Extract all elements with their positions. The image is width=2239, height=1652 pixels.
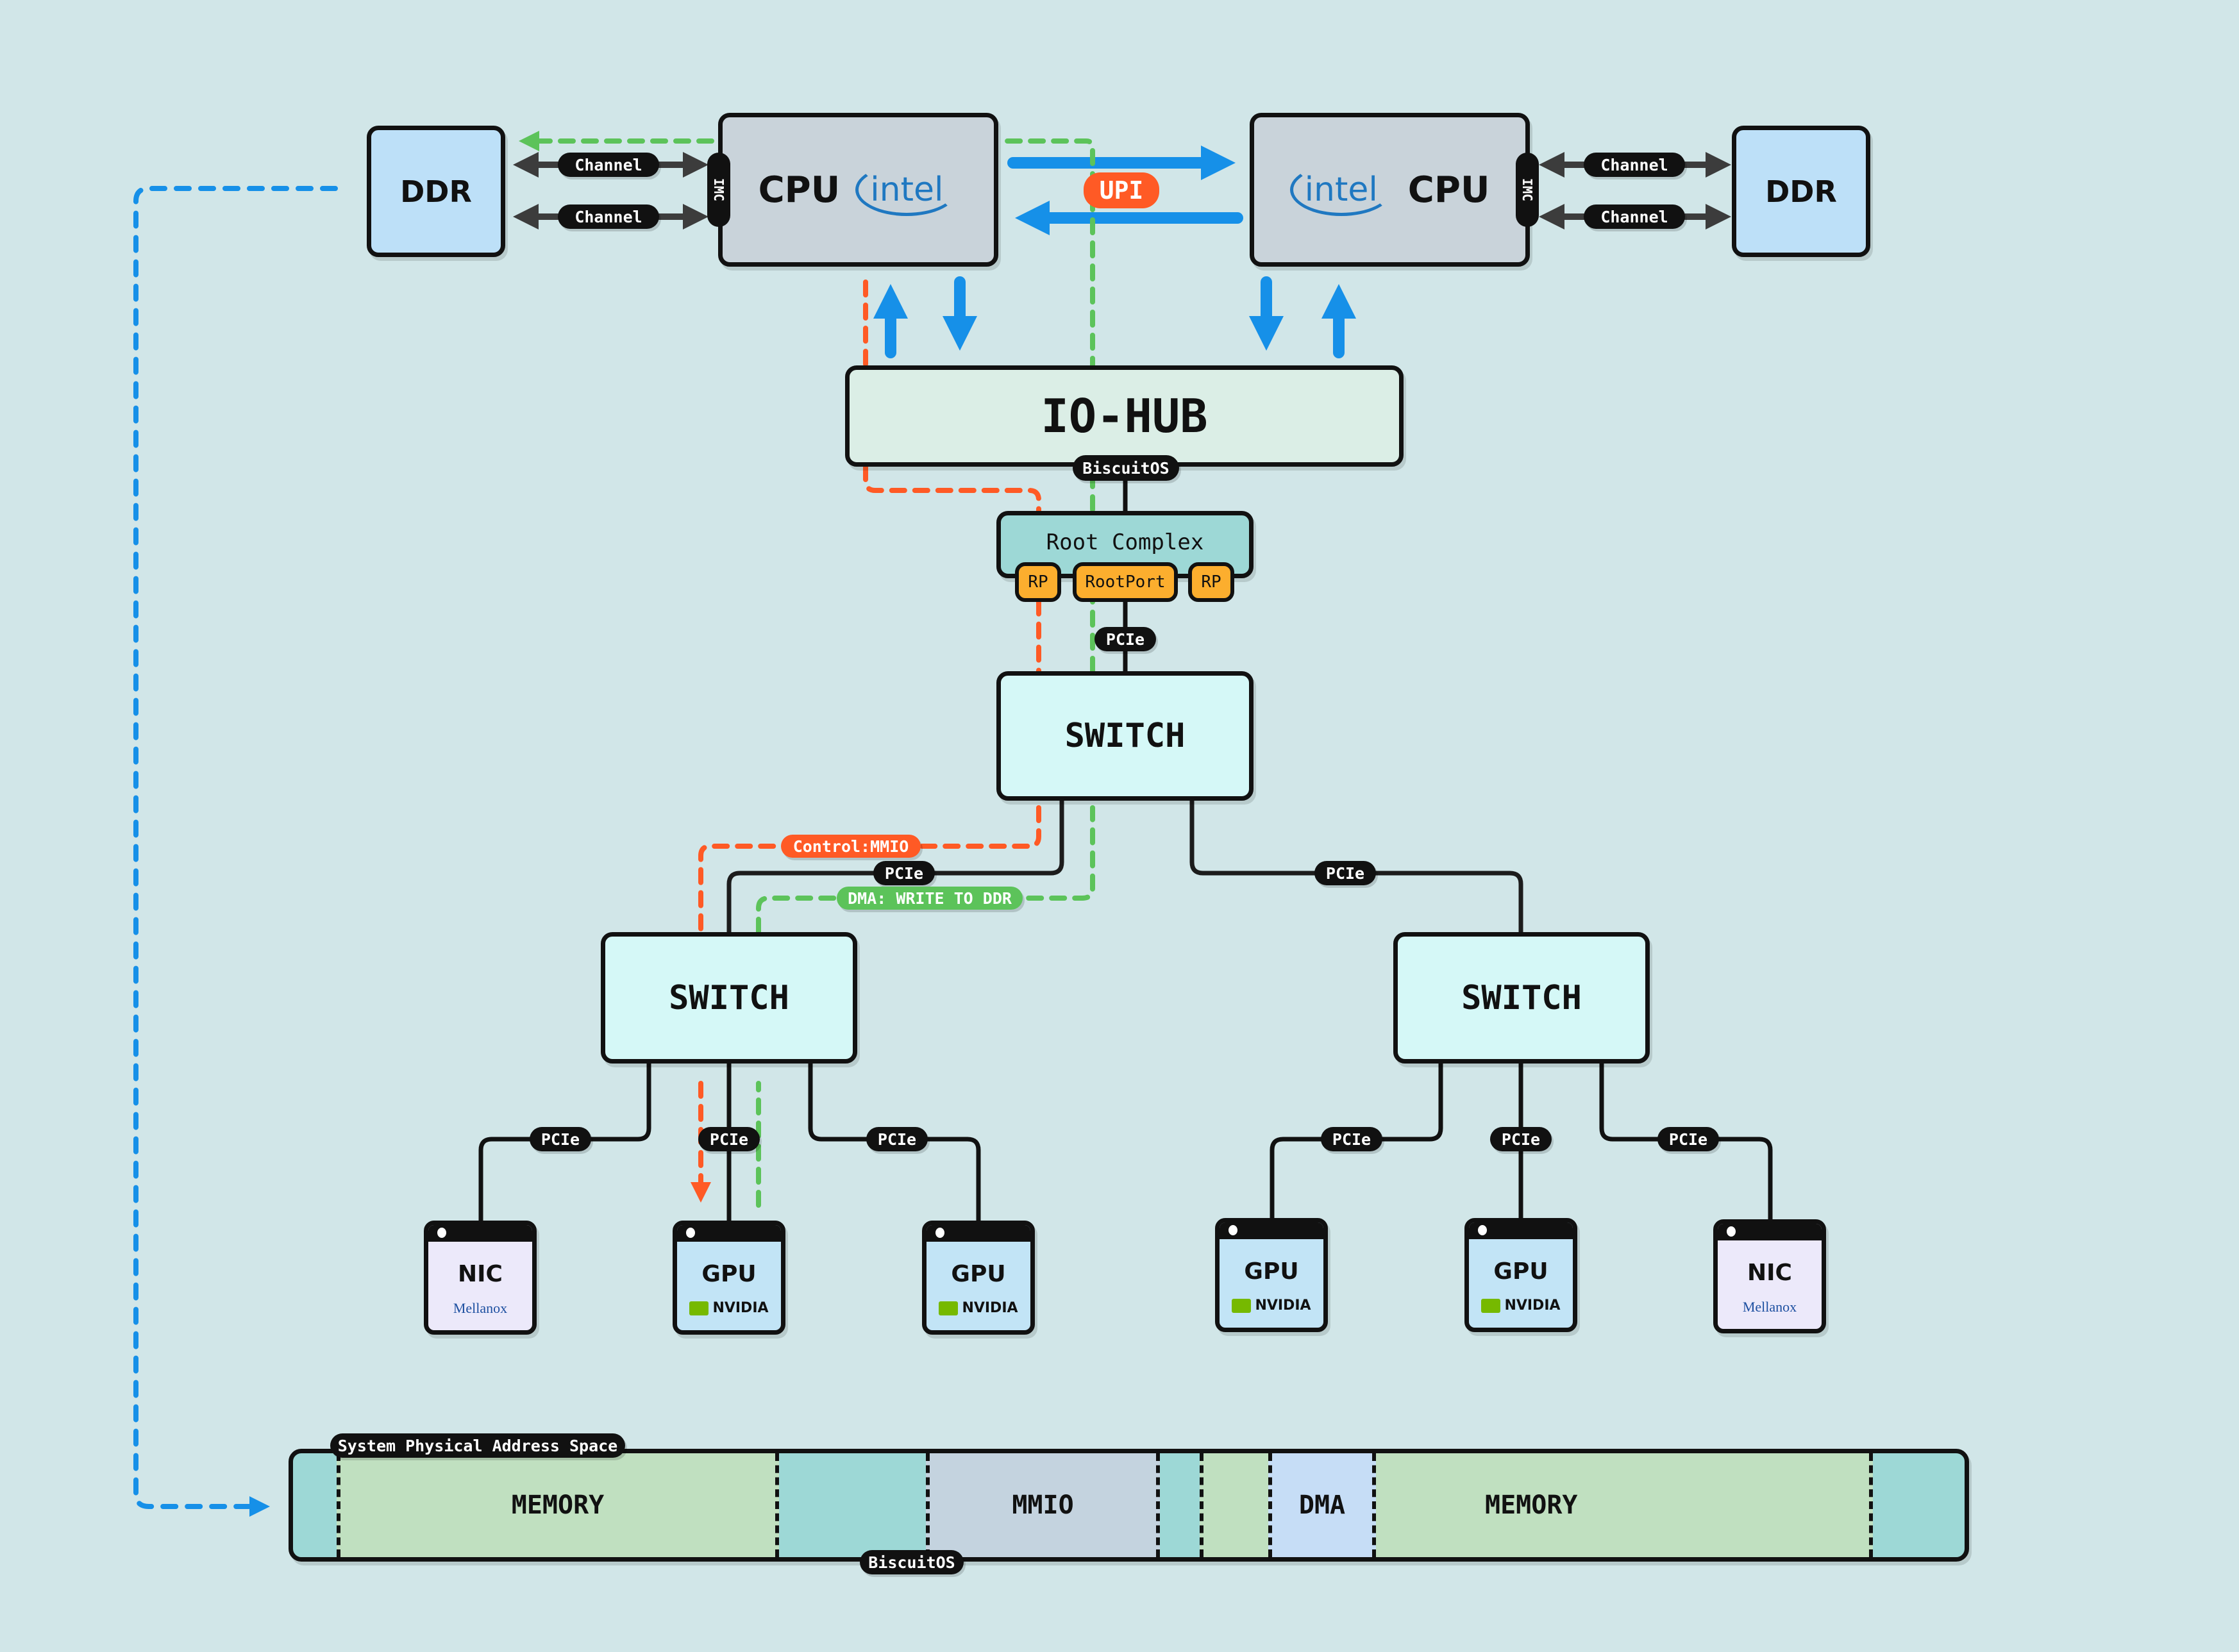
device-header	[428, 1225, 532, 1242]
segment-memory-small	[1200, 1453, 1268, 1557]
nvidia-logo-icon: NVIDIA	[1220, 1297, 1323, 1314]
device-gpu-4: GPU NVIDIA	[1464, 1218, 1577, 1332]
switch-left: SWITCH	[601, 932, 857, 1064]
device-header	[677, 1225, 781, 1242]
root-complex-label: Root Complex	[1046, 530, 1204, 555]
imc-left: IMC	[707, 153, 730, 227]
status-dot-icon	[686, 1228, 695, 1238]
nvidia-logo-icon: NVIDIA	[677, 1300, 781, 1316]
device-nic-2: NIC Mellanox	[1713, 1219, 1826, 1333]
pcie-pill-dev-3: PCIe	[866, 1127, 928, 1151]
status-dot-icon	[1229, 1225, 1237, 1235]
control-mmio-label: Control:MMIO	[781, 835, 921, 858]
device-gpu-3: GPU NVIDIA	[1215, 1218, 1328, 1332]
pcie-pill-dev-5: PCIe	[1490, 1127, 1552, 1151]
io-hub-label: IO-HUB	[1041, 389, 1208, 443]
cpu-right: intel CPU	[1250, 113, 1530, 267]
iohub-tag: BiscuitOS	[1073, 455, 1179, 481]
device-label: NIC	[458, 1261, 503, 1287]
vendor-name: NVIDIA	[1255, 1297, 1311, 1314]
nvidia-logo-icon: NVIDIA	[1469, 1297, 1573, 1314]
root-port-left: RP	[1015, 562, 1061, 602]
device-gpu-2: GPU NVIDIA	[922, 1221, 1035, 1335]
channel-pill-left-2: Channel	[558, 204, 659, 229]
cpu-left: CPU intel	[718, 113, 998, 267]
cpu-right-label: CPU	[1407, 169, 1490, 211]
channel-pill-right-1: Channel	[1584, 153, 1685, 177]
device-header	[1718, 1224, 1822, 1240]
device-header	[1469, 1222, 1573, 1239]
device-gpu-1: GPU NVIDIA	[673, 1221, 785, 1335]
switch-top-label: SWITCH	[1064, 717, 1186, 755]
pcie-pill-switch-right: PCIe	[1314, 861, 1376, 885]
device-header	[927, 1225, 1030, 1242]
pcie-pill-switch-left: PCIe	[873, 861, 935, 885]
switch-left-label: SWITCH	[669, 978, 789, 1017]
ddr-right: DDR	[1732, 126, 1870, 257]
root-port-right: RP	[1188, 562, 1234, 602]
imc-right-label: IMC	[1520, 178, 1535, 202]
imc-right: IMC	[1516, 153, 1539, 227]
pcie-pill-dev-2: PCIe	[698, 1127, 760, 1151]
segment-memory-1: MEMORY	[337, 1453, 779, 1557]
ddr-right-label: DDR	[1765, 174, 1837, 209]
channel-pill-right-2: Channel	[1584, 204, 1685, 229]
pcie-pill-dev-4: PCIe	[1321, 1127, 1382, 1151]
mellanox-logo-icon: Mellanox	[453, 1300, 508, 1316]
intel-logo-icon: intel	[855, 163, 959, 216]
status-dot-icon	[935, 1228, 944, 1238]
segment-mmio: MMIO	[926, 1453, 1160, 1557]
ddr-left: DDR	[367, 126, 505, 257]
vendor-name: NVIDIA	[1504, 1297, 1561, 1314]
status-dot-icon	[437, 1228, 446, 1238]
segment-memory-2: MEMORY	[1376, 1453, 1873, 1557]
device-label: GPU	[701, 1261, 757, 1287]
vendor-name: NVIDIA	[712, 1300, 769, 1316]
upi-badge: UPI	[1084, 172, 1159, 208]
device-label: GPU	[1244, 1258, 1299, 1285]
pcie-pill-dev-1: PCIe	[530, 1127, 591, 1151]
imc-left-label: IMC	[711, 178, 726, 202]
cpu-left-label: CPU	[758, 169, 841, 211]
io-hub: IO-HUB	[845, 365, 1404, 467]
device-header	[1220, 1222, 1323, 1239]
address-space-tag: BiscuitOS	[860, 1550, 964, 1574]
pcie-pill-rc: PCIe	[1094, 627, 1156, 651]
address-space-title: System Physical Address Space	[330, 1433, 625, 1458]
system-address-space: MEMORY MMIO DMA MEMORY	[289, 1449, 1969, 1562]
intel-logo-icon: intel	[1289, 163, 1393, 216]
nvidia-logo-icon: NVIDIA	[927, 1300, 1030, 1316]
switch-right-label: SWITCH	[1461, 978, 1582, 1017]
status-dot-icon	[1727, 1226, 1736, 1237]
dma-write-label: DMA: WRITE TO DDR	[837, 887, 1023, 910]
mellanox-logo-icon: Mellanox	[1742, 1299, 1797, 1315]
ddr-left-label: DDR	[400, 174, 472, 209]
channel-pill-left-1: Channel	[558, 153, 659, 177]
device-label: GPU	[951, 1261, 1006, 1287]
ddr-to-address-space-path	[133, 186, 338, 1517]
status-dot-icon	[1478, 1225, 1487, 1235]
vendor-name: NVIDIA	[962, 1300, 1018, 1316]
device-label: NIC	[1747, 1260, 1792, 1286]
device-nic-1: NIC Mellanox	[424, 1221, 537, 1335]
switch-right: SWITCH	[1393, 932, 1650, 1064]
switch-top: SWITCH	[996, 671, 1254, 801]
device-label: GPU	[1493, 1258, 1548, 1285]
pcie-pill-dev-6: PCIe	[1657, 1127, 1719, 1151]
root-port-main: RootPort	[1073, 562, 1178, 602]
segment-dma: DMA	[1268, 1453, 1376, 1557]
